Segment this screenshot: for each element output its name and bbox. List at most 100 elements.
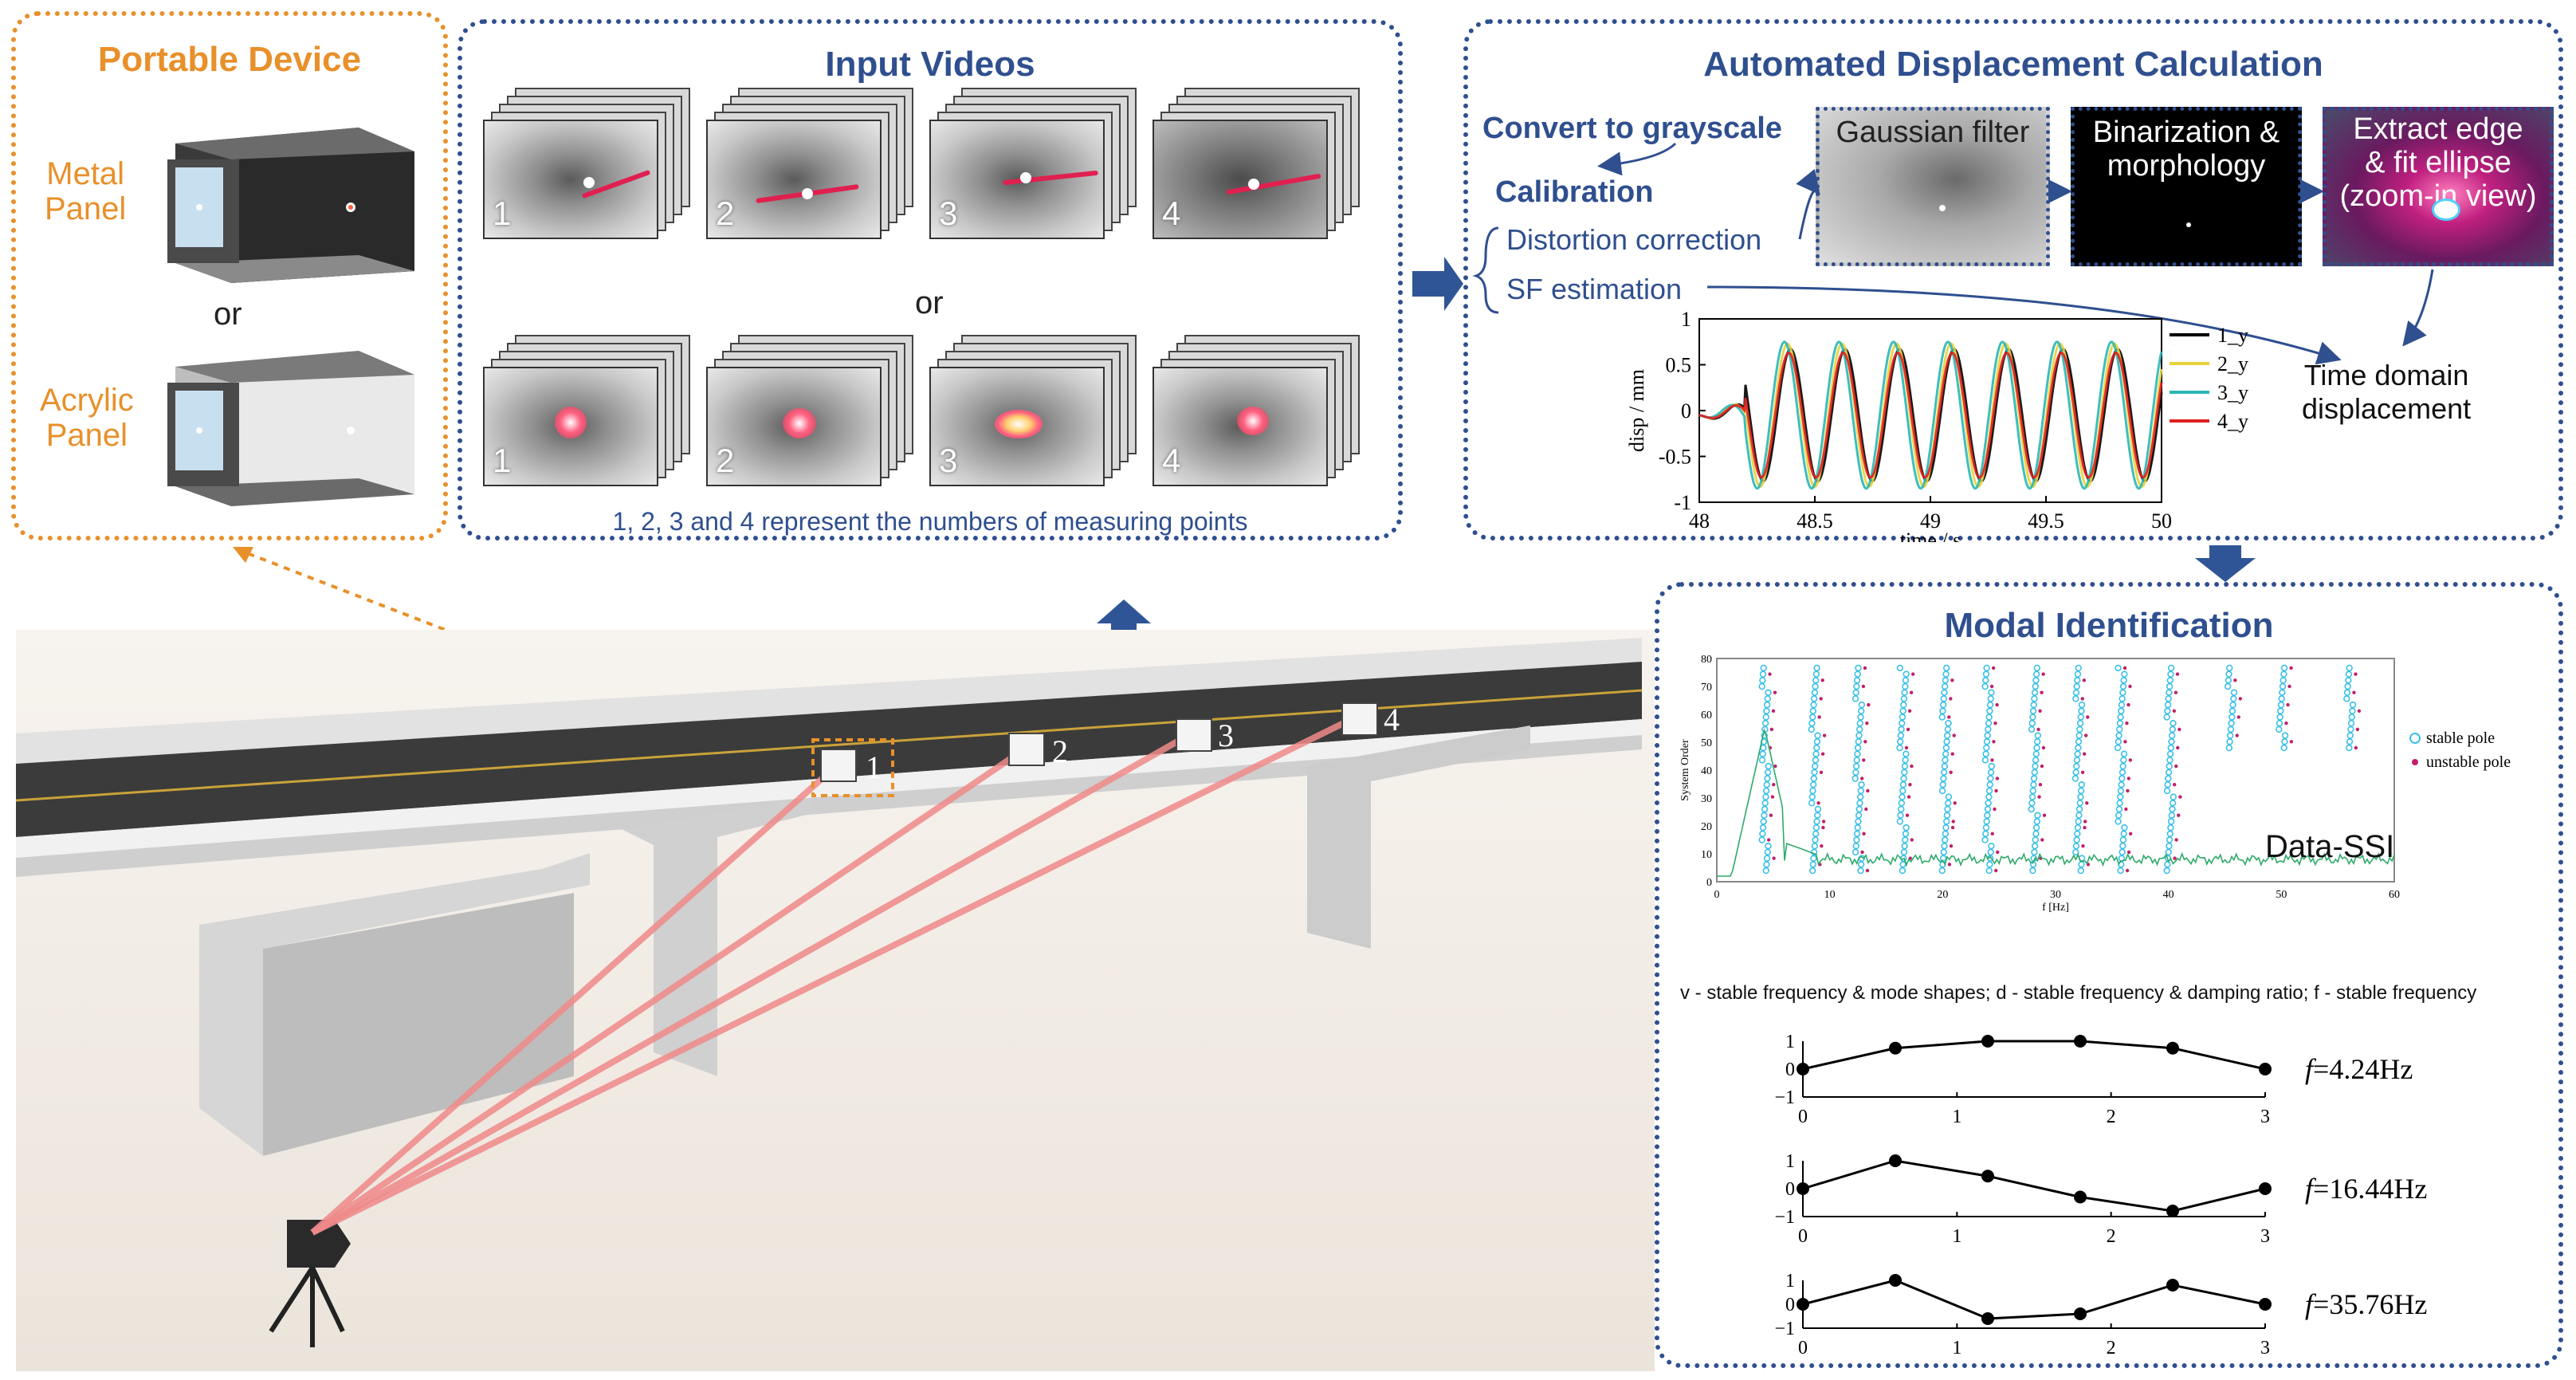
stable-pole <box>2118 781 2125 788</box>
stable-pole <box>2229 701 2236 709</box>
stable-pole <box>2343 689 2351 696</box>
mode-y-tick-label: 1 <box>1785 1151 1795 1172</box>
acrylic-panel-label: Acrylic Panel <box>40 383 134 453</box>
y-tick-label: 0.5 <box>1666 354 1692 377</box>
stable-pole <box>1809 707 1817 715</box>
stable-pole <box>1852 843 1859 850</box>
stable-pole <box>2078 701 2086 709</box>
stable-pole <box>1939 701 1947 709</box>
series-line-3_y <box>1698 340 2163 490</box>
stable-pole <box>1986 781 1993 788</box>
stable-pole <box>2074 824 2082 832</box>
stable-pole <box>1855 664 1862 672</box>
stable-pole <box>1763 701 1771 709</box>
mode-x-tick-label: 3 <box>2260 1226 2270 1247</box>
x-axis-label: time / s <box>1900 529 1961 542</box>
unstable-pole <box>1909 690 1914 694</box>
stable-pole <box>1982 824 1990 832</box>
stable-pole <box>1896 818 1904 825</box>
unstable-pole <box>1769 727 1774 732</box>
stable-pole <box>1858 701 1866 709</box>
unstable-pole <box>1822 733 1827 737</box>
stable-pole <box>1901 843 1908 850</box>
stable-pole <box>2276 725 2283 733</box>
stable-pole <box>2166 677 2174 684</box>
unstable-pole <box>1906 795 1911 799</box>
stable-pole <box>2115 812 2122 819</box>
stable-pole <box>1899 781 1907 788</box>
distortion-correction-label: Distortion correction <box>1506 223 1762 256</box>
y-tick-label: -0.5 <box>1659 446 1691 469</box>
stable-pole <box>1986 701 1994 709</box>
stable-pole <box>1944 725 1952 733</box>
stable-pole <box>2115 664 2122 672</box>
stable-pole <box>2028 719 2036 727</box>
unstable-pole <box>2083 825 2087 830</box>
legend-label: 2_y <box>2217 352 2248 375</box>
stable-pole <box>1938 867 1946 875</box>
stable-pole <box>1854 824 1861 832</box>
stable-pole <box>2029 707 2037 715</box>
unstable-pole <box>1951 820 1955 824</box>
unstable-pole <box>2352 690 2356 694</box>
stable-pole <box>1852 695 1859 702</box>
mode-shape-point <box>2259 1063 2272 1075</box>
stable-pole <box>1857 707 1865 715</box>
mode-shape-point <box>1981 1312 1994 1325</box>
stable-pole <box>2074 677 2081 684</box>
stable-pole <box>1982 670 1990 678</box>
stable-pole <box>1758 836 1765 843</box>
stable-pole <box>1941 682 1949 690</box>
unstable-pole <box>2126 776 2130 780</box>
stable-pole <box>2116 719 2124 727</box>
mode-frequency-label: f=35.76Hz <box>2305 1288 2427 1320</box>
frame-number: 2 <box>716 195 735 232</box>
or-label: or <box>214 297 242 332</box>
stable-pole <box>2225 677 2232 684</box>
stable-pole <box>1808 867 1816 875</box>
stable-pole <box>1812 750 1820 757</box>
stable-pole <box>1761 812 1768 819</box>
unstable-pole <box>1817 715 1821 719</box>
unstable-pole <box>1862 758 1866 762</box>
unstable-pole <box>1991 666 1996 670</box>
stable-pole <box>1985 793 1993 800</box>
portable-device-title: Portable Device <box>97 40 362 79</box>
unstable-pole <box>1773 690 1777 694</box>
legend-label: 3_y <box>2217 381 2248 404</box>
stable-pole <box>1764 769 1772 776</box>
ssi-y-tick-label: 20 <box>1701 821 1712 833</box>
ssi-y-tick-label: 40 <box>1701 765 1712 777</box>
stable-pole <box>2115 818 2122 825</box>
unstable-pole <box>2082 752 2087 756</box>
stable-pole <box>2115 738 2122 745</box>
unstable-pole <box>1950 825 1955 830</box>
stable-pole <box>2279 682 2287 690</box>
stable-pole <box>1945 793 1953 800</box>
stable-pole <box>2119 843 2126 850</box>
video-frame-stack: 3 <box>929 335 1137 486</box>
stable-pole <box>1765 689 1772 696</box>
ssi-y-tick-label: 80 <box>1701 654 1712 666</box>
stable-pole <box>2165 695 2172 702</box>
unstable-pole <box>1910 838 1914 842</box>
camera-icon <box>269 1220 351 1347</box>
stable-pole <box>2121 824 2128 832</box>
stable-pole <box>1853 836 1860 843</box>
stable-pole <box>1902 830 1910 838</box>
stable-pole <box>2227 725 2235 733</box>
stable-pole <box>1896 664 1904 672</box>
sf-estimation-label: SF estimation <box>1506 273 1683 305</box>
unstable-pole <box>2173 783 2177 787</box>
stable-pole <box>2031 689 2039 696</box>
stable-pole <box>2074 830 2081 838</box>
stable-pole <box>1900 848 1908 856</box>
stable-pole <box>2029 787 2036 795</box>
stable-pole <box>1765 762 1773 770</box>
stable-pole <box>2168 738 2175 745</box>
stable-pole <box>1761 719 1769 727</box>
mode-y-tick-label: 0 <box>1785 1060 1795 1080</box>
stable-pole <box>2072 769 2079 776</box>
mode-x-tick-label: 1 <box>1952 1107 1961 1127</box>
